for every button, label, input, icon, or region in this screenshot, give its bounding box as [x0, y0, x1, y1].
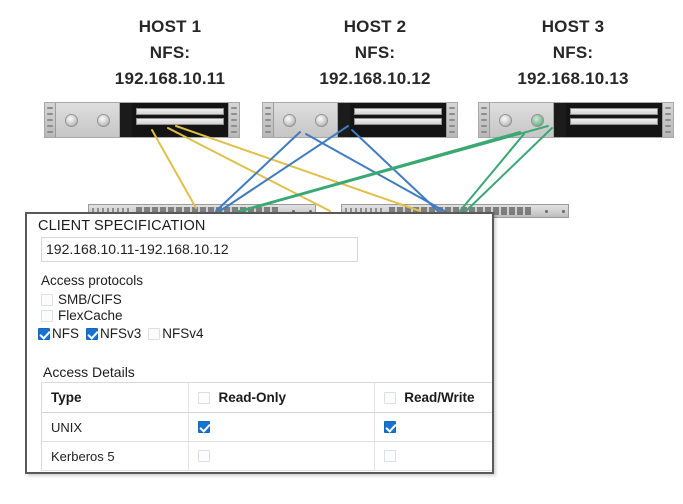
cell-read-write-unix[interactable]: [375, 413, 492, 442]
checkbox-select-all-read-only[interactable]: [198, 391, 211, 404]
host-3-name: HOST 3: [541, 17, 605, 36]
server-1-expansion-slots: [132, 103, 228, 137]
psu-fan-icon: [530, 113, 544, 127]
switch-1-led-icon: [309, 209, 312, 213]
server-3-expansion-slots: [566, 103, 662, 137]
checkbox-label-nfs: NFS: [52, 326, 79, 341]
checkbox-row-nfs-group[interactable]: NFS NFSv3 NFSv4: [38, 326, 211, 341]
expansion-slot: [136, 118, 224, 125]
cell-read-only-kerberos-5[interactable]: [189, 442, 376, 471]
server-3-rack-ear-left: [479, 103, 490, 137]
cell-type-unix: UNIX: [42, 413, 190, 442]
checkbox-row-flexcache[interactable]: FlexCache: [41, 308, 123, 323]
host-2-name: HOST 2: [343, 17, 407, 36]
column-label-read-write: Read/Write: [404, 390, 475, 405]
checkbox-unix-read-write[interactable]: [384, 421, 397, 433]
checkbox-nfsv3[interactable]: [86, 327, 98, 340]
host-1-name: HOST 1: [138, 17, 202, 36]
server-1-psu-bay: [56, 103, 120, 137]
column-header-read-write[interactable]: Read/Write: [375, 383, 492, 413]
checkbox-unix-read-only[interactable]: [198, 421, 211, 433]
cell-type-kerberos-5: Kerberos 5: [42, 442, 190, 471]
checkbox-row-smb-cifs[interactable]: SMB/CIFS: [41, 292, 122, 307]
server-3-rack-ear-right: [662, 103, 673, 137]
expansion-slot: [354, 118, 442, 125]
server-2-expansion-slots: [350, 103, 446, 137]
cell-read-only-unix[interactable]: [189, 413, 376, 442]
checkbox-nfs[interactable]: [38, 327, 50, 340]
checkbox-select-all-read-write[interactable]: [384, 391, 397, 404]
host-1-protocol: NFS:: [149, 43, 191, 62]
cable-host-3: [235, 125, 553, 213]
cable-host-2: [215, 125, 447, 213]
column-label-type: Type: [51, 390, 82, 405]
psu-fan-icon: [65, 113, 79, 127]
cable-host-1: [151, 125, 421, 212]
checkbox-flexcache[interactable]: [41, 309, 53, 322]
access-details-label: Access Details: [43, 364, 135, 380]
psu-fan-icon: [96, 113, 110, 127]
server-2-port-area: [350, 103, 446, 137]
server-1-rack-ear-left: [45, 103, 56, 137]
checkbox-label-flexcache: FlexCache: [58, 308, 123, 323]
table-header-row: Type Read-Only Read/Write: [42, 383, 492, 413]
expansion-slot: [136, 108, 224, 115]
server-host-3: [478, 102, 674, 138]
server-2-rack-ear-right: [446, 103, 457, 137]
host-3-ip: 192.168.10.13: [517, 69, 629, 88]
switch-2-led-icon: [562, 209, 565, 213]
switch-1-port-strip: [136, 207, 278, 215]
server-1-rack-ear-right: [228, 103, 239, 137]
checkbox-kerberos5-read-write[interactable]: [384, 450, 397, 462]
server-2-psu-bay: [274, 103, 338, 137]
switch-1-mgmt-block: [92, 207, 132, 215]
checkbox-kerberos5-read-only[interactable]: [198, 450, 211, 462]
checkbox-label-smb-cifs: SMB/CIFS: [58, 292, 122, 307]
switch-2-led-icon: [545, 209, 548, 213]
psu-fan-icon: [499, 113, 513, 127]
psu-fan-icon: [314, 113, 328, 127]
expansion-slot: [570, 108, 658, 115]
switch-1-led-icon: [292, 209, 295, 213]
column-header-type: Type: [42, 383, 190, 413]
access-details-table: Type Read-Only Read/Write UNIX Kerberos …: [41, 382, 492, 471]
host-label-2: HOST 2 NFS: 192.168.10.12: [265, 14, 485, 92]
server-3-port-area: [566, 103, 662, 137]
checkbox-label-nfsv3: NFSv3: [100, 326, 142, 341]
host-3-protocol: NFS:: [552, 43, 594, 62]
host-1-ip: 192.168.10.11: [114, 69, 226, 88]
client-specification-dialog: CLIENT SPECIFICATION 192.168.10.11-192.1…: [25, 212, 494, 474]
cell-read-write-kerberos-5[interactable]: [375, 442, 492, 471]
table-row: Kerberos 5: [42, 442, 492, 471]
switch-2-mgmt-block: [345, 207, 385, 215]
expansion-slot: [570, 118, 658, 125]
psu-fan-icon: [283, 113, 297, 127]
host-label-1: HOST 1 NFS: 192.168.10.11: [60, 14, 280, 92]
host-2-ip: 192.168.10.12: [319, 69, 431, 88]
expansion-slot: [354, 108, 442, 115]
server-host-2: [262, 102, 458, 138]
server-3-psu-bay: [490, 103, 554, 137]
client-specification-input[interactable]: 192.168.10.11-192.168.10.12: [41, 237, 358, 262]
access-protocols-label: Access protocols: [41, 273, 144, 288]
checkbox-label-nfsv4: NFSv4: [162, 326, 204, 341]
checkbox-smb-cifs[interactable]: [41, 293, 53, 306]
server-2-rack-ear-left: [263, 103, 274, 137]
column-label-read-only: Read-Only: [218, 390, 286, 405]
dialog-title: CLIENT SPECIFICATION: [38, 218, 206, 234]
host-label-3: HOST 3 NFS: 192.168.10.13: [463, 14, 683, 92]
column-header-read-only[interactable]: Read-Only: [189, 383, 376, 413]
host-2-protocol: NFS:: [354, 43, 396, 62]
table-row: UNIX: [42, 413, 492, 442]
checkbox-nfsv4[interactable]: [148, 327, 161, 340]
